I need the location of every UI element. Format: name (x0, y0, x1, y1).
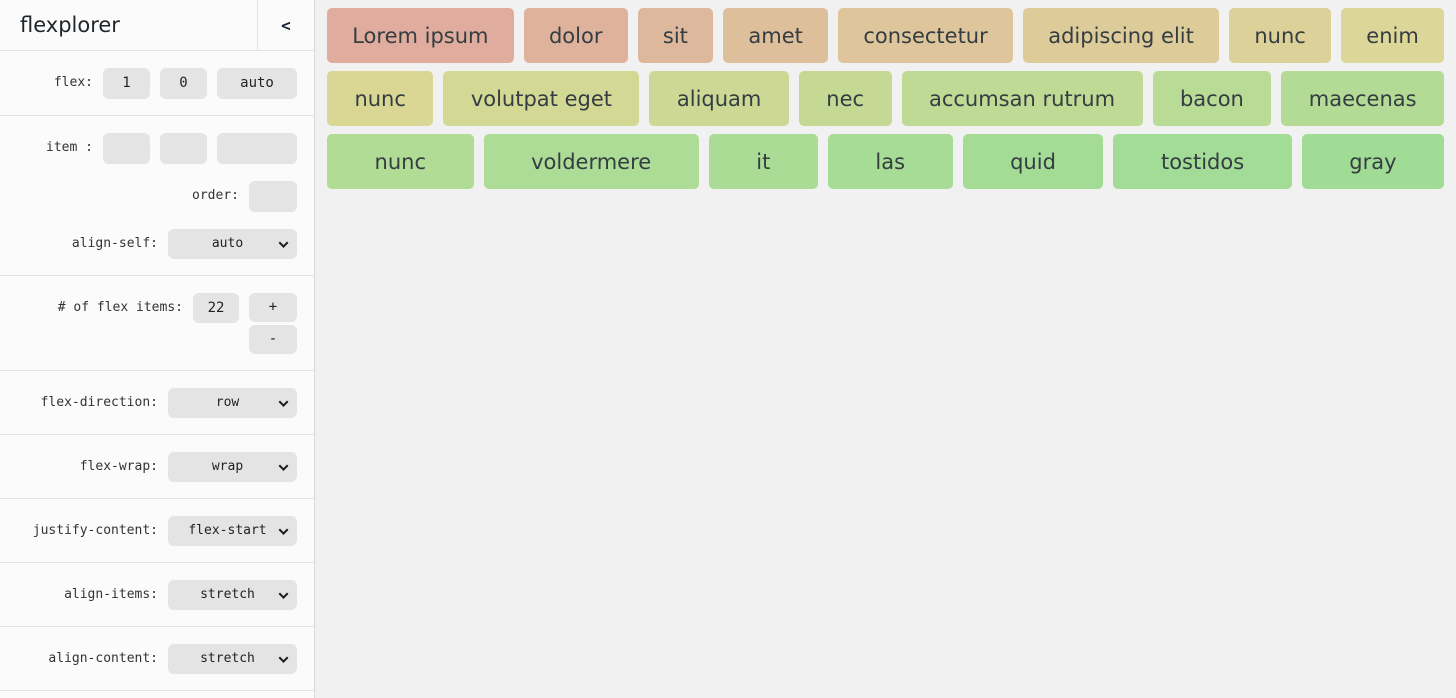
align-self-select[interactable]: auto (168, 228, 297, 259)
flex-item[interactable]: voldermere (483, 134, 699, 189)
align-content-label: align-content: (48, 650, 158, 666)
flex-item[interactable]: it (708, 134, 818, 189)
align-self-label: align-self: (71, 235, 158, 251)
align-content-section: align-content: stretch (0, 627, 314, 691)
item-count-label: # of flex items: (57, 299, 183, 315)
order-label: order: (192, 188, 239, 203)
align-content-select[interactable]: stretch (168, 643, 297, 674)
chevron-down-icon (278, 524, 289, 535)
align-items-section: align-items: stretch (0, 563, 314, 627)
count-stepper: + - (249, 292, 297, 354)
flex-item[interactable]: quid (962, 134, 1104, 189)
flex-preview-container: Lorem ipsum dolor sit amet consectetur a… (315, 0, 1456, 698)
flex-direction-section: flex-direction: row (0, 371, 314, 435)
flex-item[interactable]: consectetur (838, 8, 1013, 63)
align-self-value: auto (211, 236, 244, 251)
flex-item[interactable]: nunc (1229, 8, 1332, 63)
flex-item[interactable]: sit (637, 8, 714, 63)
flex-item[interactable]: Lorem ipsum (327, 8, 514, 63)
chevron-down-icon (278, 652, 289, 663)
chevron-down-icon (278, 237, 289, 248)
flex-items-count-input[interactable] (193, 292, 239, 323)
flex-wrap-label: flex-wrap: (79, 458, 158, 474)
sidebar: flexplorer < flex: item : order: (0, 0, 315, 698)
item-label: item : (46, 140, 93, 155)
item-flex-grow-input[interactable] (103, 132, 150, 164)
selected-item-section: item : order: align-self: auto (0, 116, 314, 276)
flex-item[interactable]: las (827, 134, 953, 189)
justify-content-section: justify-content: flex-start (0, 499, 314, 563)
align-content-value: stretch (200, 651, 255, 666)
order-input[interactable] (249, 180, 297, 212)
flex-shorthand-section: flex: (0, 51, 314, 116)
flex-label: flex: (53, 75, 93, 90)
flex-item[interactable]: nec (798, 71, 892, 126)
flex-direction-value: row (215, 395, 240, 410)
align-items-label: align-items: (64, 586, 158, 602)
justify-content-select[interactable]: flex-start (168, 515, 297, 546)
flex-item[interactable]: maecenas (1281, 71, 1445, 126)
flex-grow-input[interactable] (103, 67, 150, 99)
flex-row: nunc voldermere it las quid tostidos gra… (322, 130, 1449, 193)
align-items-value: stretch (200, 587, 255, 602)
flex-item[interactable]: nunc (327, 134, 474, 189)
item-count-section: # of flex items: + - (0, 276, 314, 371)
flex-item[interactable]: dolor (523, 8, 628, 63)
flex-item[interactable]: accumsan rutrum (901, 71, 1143, 126)
item-flex-shrink-input[interactable] (160, 132, 207, 164)
justify-content-label: justify-content: (32, 522, 158, 538)
flex-wrap-section: flex-wrap: wrap (0, 435, 314, 499)
flex-wrap-value: wrap (211, 459, 244, 474)
align-items-select[interactable]: stretch (168, 579, 297, 610)
flex-item[interactable]: nunc (327, 71, 434, 126)
increment-button[interactable]: + (249, 292, 297, 322)
flex-item[interactable]: adipiscing elit (1023, 8, 1220, 63)
flex-wrap-select[interactable]: wrap (168, 451, 297, 482)
flex-item[interactable]: tostidos (1113, 134, 1292, 189)
flex-shrink-input[interactable] (160, 67, 207, 99)
flex-row: nunc volutpat eget aliquam nec accumsan … (322, 67, 1449, 130)
item-flex-basis-input[interactable] (217, 132, 297, 164)
flex-direction-label: flex-direction: (40, 394, 158, 410)
justify-content-value: flex-start (188, 523, 267, 538)
flex-row: Lorem ipsum dolor sit amet consectetur a… (322, 4, 1449, 67)
flex-item[interactable]: gray (1301, 134, 1445, 189)
chevron-left-icon: < (281, 15, 291, 35)
collapse-sidebar-button[interactable]: < (257, 0, 314, 50)
flex-direction-select[interactable]: row (168, 387, 297, 418)
chevron-down-icon (278, 396, 289, 407)
chevron-down-icon (278, 588, 289, 599)
flex-item[interactable]: bacon (1152, 71, 1272, 126)
chevron-down-icon (278, 460, 289, 471)
sidebar-header: flexplorer < (0, 0, 314, 51)
flex-item[interactable]: enim (1341, 8, 1445, 63)
flex-item[interactable]: aliquam (649, 71, 789, 126)
flex-basis-input[interactable] (217, 67, 297, 99)
decrement-button[interactable]: - (249, 324, 297, 354)
sidebar-filler (0, 691, 314, 698)
flex-item[interactable]: amet (723, 8, 829, 63)
app-title: flexplorer (20, 13, 120, 37)
flex-item[interactable]: volutpat eget (443, 71, 640, 126)
